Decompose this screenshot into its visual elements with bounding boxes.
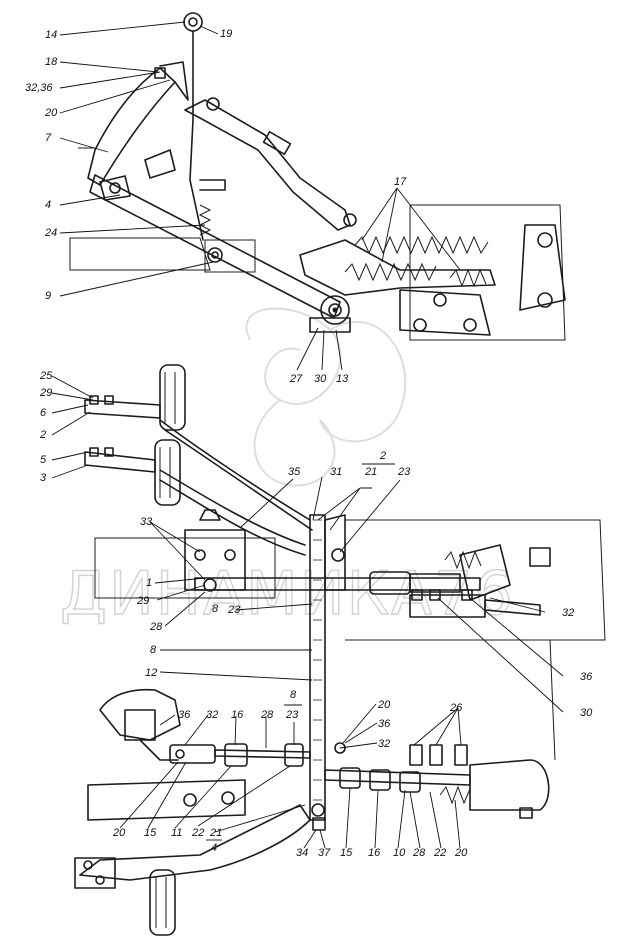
callout-26: 26 — [449, 702, 463, 714]
callout-4: 4 — [45, 199, 51, 211]
callout-36: 36 — [580, 671, 593, 683]
callout-20: 20 — [44, 107, 58, 119]
callout-8: 8 — [212, 603, 219, 615]
callout-15: 15 — [144, 827, 157, 839]
callout-27: 27 — [289, 373, 303, 385]
callout-22: 22 — [191, 827, 204, 839]
callout-10: 10 — [393, 847, 406, 859]
callout-30: 30 — [580, 707, 593, 719]
callout-2-group: 2 — [379, 450, 386, 462]
callout-19: 19 — [220, 28, 232, 40]
callouts-middle: 25 29 6 2 5 3 35 31 2 21 23 33 1 29 28 8… — [39, 370, 593, 719]
callout-14: 14 — [45, 29, 57, 41]
callout-29: 29 — [39, 387, 52, 399]
callout-28c: 28 — [412, 847, 426, 859]
callout-34: 34 — [296, 847, 308, 859]
callout-3: 3 — [40, 472, 47, 484]
callout-20c: 20 — [112, 827, 126, 839]
callout-23b: 23 — [227, 604, 241, 616]
callout-21b: 21 — [209, 827, 222, 839]
callouts-top: 14 19 18 32,36 20 7 17 4 24 9 27 30 13 — [25, 28, 407, 385]
top-assembly — [69, 12, 566, 341]
callout-29b: 29 — [136, 595, 149, 607]
callout-11: 11 — [171, 827, 182, 839]
callout-24: 24 — [44, 227, 57, 239]
callout-35: 35 — [288, 466, 301, 478]
leader-lines — [51, 21, 564, 849]
callout-30: 30 — [314, 373, 327, 385]
callout-13: 13 — [336, 373, 349, 385]
watermark-text: ДИНАМИКА76 — [60, 559, 515, 629]
callout-2: 2 — [39, 429, 46, 441]
callout-22b: 22 — [433, 847, 446, 859]
callout-8b: 8 — [150, 644, 157, 656]
callout-28b: 28 — [260, 709, 274, 721]
callout-12: 12 — [145, 667, 157, 679]
callout-18: 18 — [45, 56, 58, 68]
callout-33: 33 — [140, 516, 153, 528]
callout-31: 31 — [330, 466, 342, 478]
callout-9: 9 — [45, 290, 51, 302]
callout-32-36: 32,36 — [25, 82, 53, 94]
callout-16b: 16 — [368, 847, 381, 859]
callout-28: 28 — [149, 621, 163, 633]
callout-32c: 32 — [378, 738, 390, 750]
callout-8c: 8 — [290, 689, 297, 701]
callout-37: 37 — [318, 847, 331, 859]
callout-5: 5 — [40, 454, 47, 466]
callout-4b: 4 — [211, 842, 217, 854]
bottom-assembly — [74, 639, 556, 936]
callout-36c: 36 — [378, 718, 391, 730]
callout-36b: 36 — [178, 709, 191, 721]
callout-16: 16 — [231, 709, 244, 721]
callout-23: 23 — [397, 466, 411, 478]
callout-17: 17 — [394, 176, 407, 188]
callout-32b: 32 — [206, 709, 218, 721]
callout-7: 7 — [45, 132, 52, 144]
callout-15b: 15 — [340, 847, 353, 859]
callouts-bottom: 36 32 16 28 8 23 20 36 32 26 20 15 11 22… — [112, 689, 468, 859]
callout-1: 1 — [146, 577, 152, 589]
callout-21: 21 — [364, 466, 377, 478]
callout-20b: 20 — [377, 699, 391, 711]
callout-6: 6 — [40, 407, 47, 419]
callout-32: 32 — [562, 607, 574, 619]
callout-25: 25 — [39, 370, 53, 382]
callout-20d: 20 — [454, 847, 468, 859]
callout-23c: 23 — [285, 709, 299, 721]
